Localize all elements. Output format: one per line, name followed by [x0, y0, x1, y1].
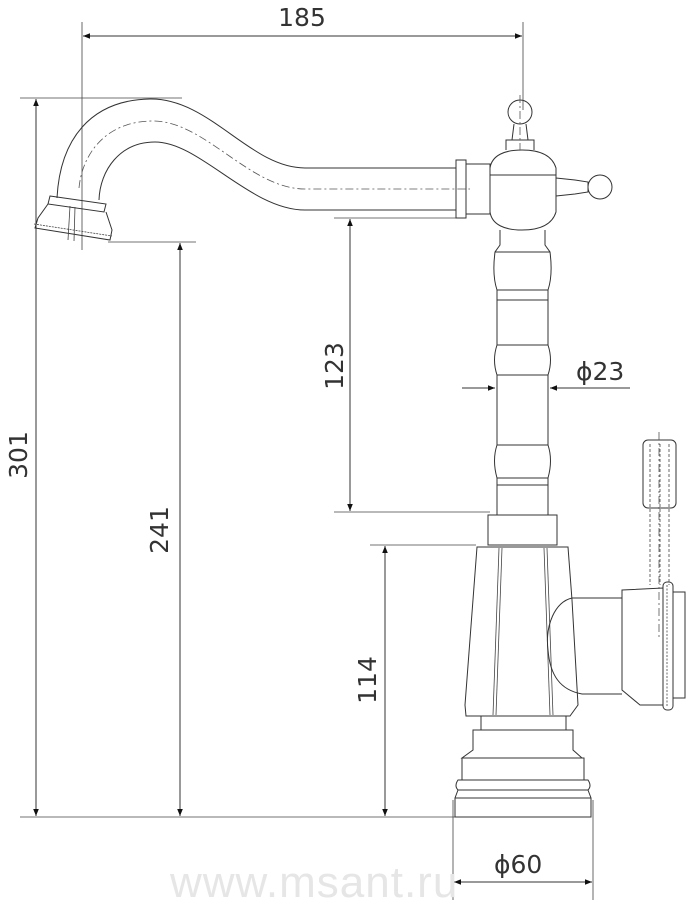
dimension-241: 241: [108, 241, 196, 816]
dimension-label-185: 185: [278, 3, 326, 32]
faucet-head: [455, 95, 613, 231]
column: [487, 230, 558, 546]
dimension-301: 301: [4, 97, 462, 818]
dimension-label-123: 123: [320, 342, 349, 390]
faucet-body: [464, 432, 686, 717]
dimension-123: 123: [320, 217, 490, 513]
dimension-label-301: 301: [4, 431, 33, 479]
dimension-114: 114: [353, 544, 476, 816]
dimension-d23: ϕ23: [462, 357, 630, 391]
dimension-185: 185: [81, 3, 524, 250]
dimension-d60: ϕ60: [452, 800, 594, 900]
dimension-label-241: 241: [145, 506, 174, 554]
dimension-label-114: 114: [353, 656, 382, 704]
dimension-label-d60: ϕ60: [494, 850, 542, 879]
dimension-label-d23: ϕ23: [576, 357, 624, 386]
faucet-base: [454, 715, 592, 818]
watermark: www.msant.ru: [170, 858, 459, 900]
spout: [33, 98, 470, 242]
